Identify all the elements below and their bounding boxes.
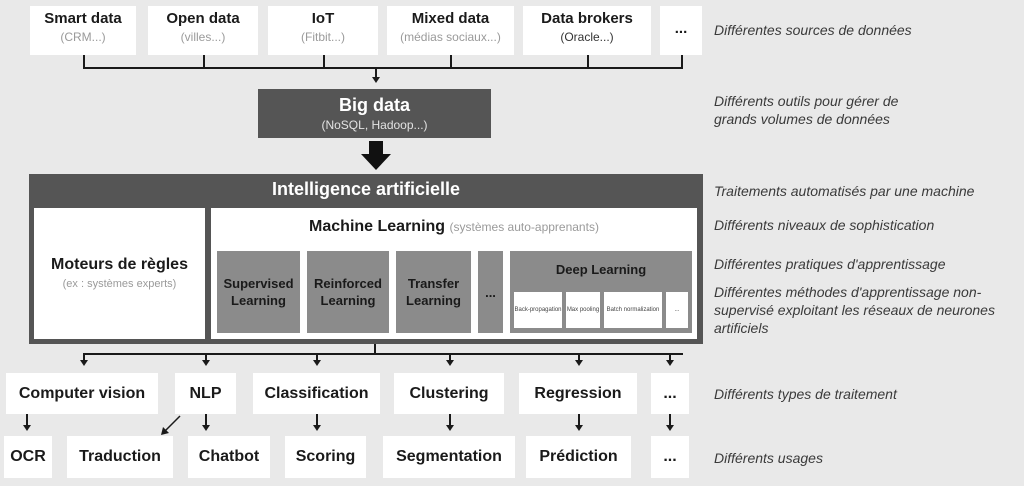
arrow-down-icon [446, 360, 454, 366]
source-open-data: Open data (villes...) [148, 6, 258, 55]
source-title: ... [674, 20, 688, 37]
note-bigdata: Différents outils pour gérer de grands v… [714, 93, 899, 127]
connector [83, 353, 85, 360]
supervised-learning-box: Supervised Learning [217, 251, 300, 333]
rules-engine-box: Moteurs de règles (ex : systèmes experts… [34, 208, 205, 339]
arrow-down-icon [666, 425, 674, 431]
method-batch-normalization: Batch normalization [604, 292, 662, 328]
source-smart-data: Smart data (CRM...) [30, 6, 136, 55]
source-title: Data brokers [541, 10, 633, 27]
deep-learning-title: Deep Learning [555, 262, 647, 277]
processing-clustering: Clustering [394, 373, 504, 414]
source-sub: (Oracle...) [560, 30, 614, 44]
source-sub: (villes...) [180, 30, 226, 44]
big-arrow-down-icon [361, 141, 391, 170]
connector [578, 414, 580, 425]
source-title: Open data [166, 10, 240, 27]
source-sub: (CRM...) [60, 30, 106, 44]
connector [374, 344, 376, 354]
big-data-sub: (NoSQL, Hadoop...) [321, 118, 428, 132]
note-levels: Différents niveaux de sophistication [714, 217, 935, 233]
practices-more-box: ... [478, 251, 503, 333]
usage-ocr: OCR [4, 436, 52, 478]
arrow-down-icon [666, 360, 674, 366]
method-max-pooling: Max pooling [566, 292, 600, 328]
note-ai: Traitements automatisés par une machine [714, 183, 975, 199]
arrow-down-icon [202, 360, 210, 366]
arrow-down-icon [202, 425, 210, 431]
transfer-learning-box: Transfer Learning [396, 251, 471, 333]
method-more: ... [666, 292, 688, 328]
source-title: Smart data [44, 10, 122, 27]
note-processing: Différents types de traitement [714, 386, 897, 402]
processing-nlp: NLP [175, 373, 236, 414]
connector [203, 55, 205, 68]
ai-title: Intelligence artificielle [271, 179, 461, 199]
connector [26, 414, 28, 425]
method-backpropagation: Back-propagation [514, 292, 562, 328]
arrow-down-icon [23, 425, 31, 431]
connector [205, 353, 207, 360]
processing-regression: Regression [519, 373, 637, 414]
processing-computer-vision: Computer vision [6, 373, 158, 414]
arrow-down-icon [80, 360, 88, 366]
processing-more: ... [651, 373, 689, 414]
note-practices: Différentes pratiques d'apprentissage [714, 256, 946, 272]
arrow-down-icon [575, 360, 583, 366]
source-data-brokers: Data brokers (Oracle...) [523, 6, 651, 55]
connector [587, 55, 589, 68]
arrow-down-icon [575, 425, 583, 431]
processing-classification: Classification [253, 373, 380, 414]
rules-sub: (ex : systèmes experts) [62, 278, 177, 290]
connector [83, 55, 85, 68]
big-data-title: Big data [338, 95, 410, 115]
note-usages: Différents usages [714, 450, 823, 466]
connector [681, 55, 683, 68]
connector [205, 414, 207, 425]
connector [323, 55, 325, 68]
connector [669, 353, 671, 360]
ml-heading: Machine Learning (systèmes auto-apprenan… [211, 218, 697, 236]
arrow-down-icon [446, 425, 454, 431]
arrow-down-icon [313, 360, 321, 366]
usage-traduction: Traduction [67, 436, 173, 478]
source-mixed-data: Mixed data (médias sociaux...) [387, 6, 514, 55]
source-title: Mixed data [411, 10, 490, 27]
connector [375, 67, 377, 77]
reinforced-learning-box: Reinforced Learning [307, 251, 389, 333]
connector [450, 55, 452, 68]
connector [578, 353, 580, 360]
usage-scoring: Scoring [285, 436, 366, 478]
source-more: ... [660, 6, 702, 55]
arrow-down-icon [313, 425, 321, 431]
usage-segmentation: Segmentation [383, 436, 515, 478]
note-methods: Différentes méthodes d'apprentissage non… [714, 284, 995, 336]
connector [316, 414, 318, 425]
usage-chatbot: Chatbot [188, 436, 270, 478]
usage-more: ... [651, 436, 689, 478]
source-iot: IoT (Fitbit...) [268, 6, 378, 55]
arrow-down-icon [372, 77, 380, 83]
connector [316, 353, 318, 360]
source-sub: (Fitbit...) [301, 30, 345, 44]
source-title: IoT [311, 10, 335, 27]
usage-prediction: Prédiction [526, 436, 631, 478]
connector [449, 414, 451, 425]
diagonal-arrow-icon [161, 415, 181, 435]
connector [83, 353, 683, 355]
ml-sub: (systèmes auto-apprenants) [449, 220, 599, 234]
ml-title: Machine Learning [309, 218, 446, 235]
note-sources: Différentes sources de données [714, 22, 912, 38]
big-data-box: Big data (NoSQL, Hadoop...) [258, 89, 491, 138]
connector [83, 67, 683, 69]
source-sub: (médias sociaux...) [400, 30, 501, 44]
connector [669, 414, 671, 425]
connector [449, 353, 451, 360]
rules-title: Moteurs de règles [51, 256, 188, 273]
